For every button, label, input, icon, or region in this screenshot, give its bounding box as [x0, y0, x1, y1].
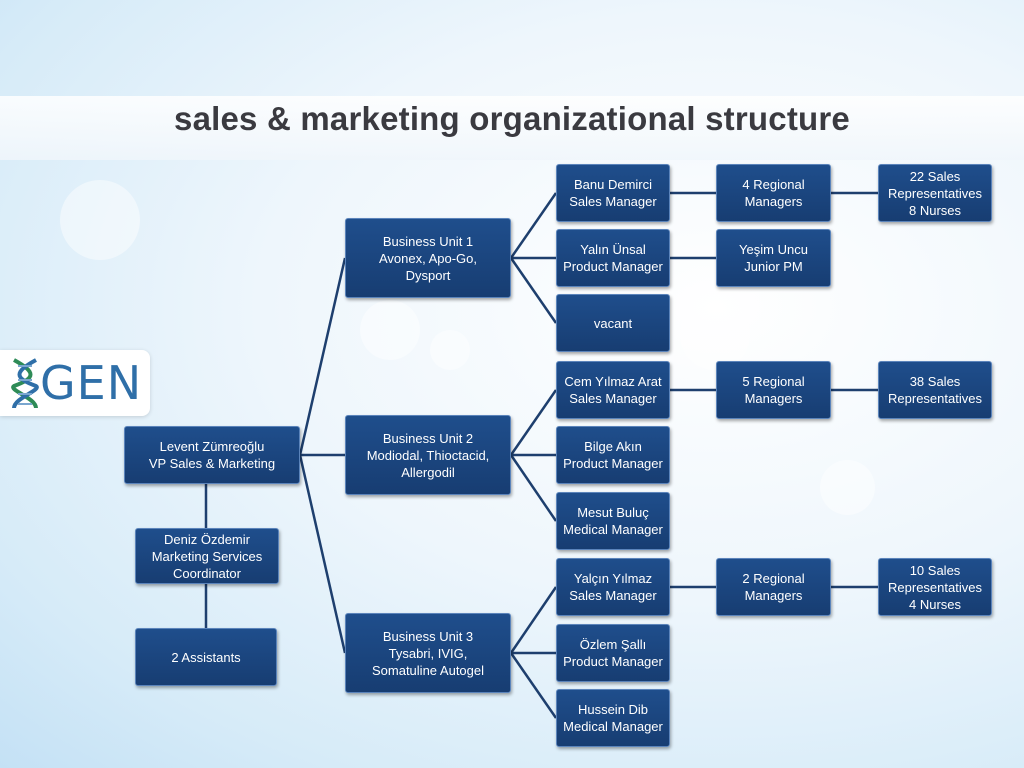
node-bu1-sales-reps: 22 Sales Representatives 8 Nurses — [878, 164, 992, 222]
node-bu2-product-manager: Bilge Akın Product Manager — [556, 426, 670, 484]
node-products: Avonex, Apo-Go, — [378, 250, 478, 266]
node-name: 10 Sales — [909, 562, 961, 578]
node-name: 38 Sales — [909, 374, 961, 389]
connector-bu2-medical — [509, 454, 558, 522]
connector-vp-bu1 — [298, 257, 347, 456]
node-name: Yeşim Uncu — [739, 242, 808, 257]
node-name: Bilge Akın — [584, 439, 642, 454]
connector-bu1-sales — [509, 192, 558, 259]
node-bu2-sales-reps: 38 Sales Representatives — [878, 361, 992, 419]
dna-helix-icon — [11, 358, 39, 409]
node-products: Somatuline Autogel — [371, 662, 485, 678]
node-bu1-product-manager: Yalın Ünsal Product Manager — [556, 229, 670, 287]
node-name: Mesut Buluç — [577, 505, 649, 520]
connector-bu3-sales — [509, 586, 558, 654]
node-role: 8 Nurses — [908, 202, 962, 218]
node-name: 2 Assistants — [171, 649, 241, 665]
node-role: Product Manager — [563, 654, 663, 669]
node-role: VP Sales & Marketing — [148, 456, 276, 471]
node-role: Junior PM — [744, 259, 803, 274]
node-assistants: 2 Assistants — [135, 628, 277, 686]
node-name: 2 Regional — [742, 571, 805, 586]
node-bu1-sales-manager: Banu Demirci Sales Manager — [556, 164, 670, 222]
node-role: Managers — [744, 391, 803, 406]
node-business-unit-3: Business Unit 3 Tysabri, IVIG, Somatulin… — [345, 613, 511, 693]
node-business-unit-1: Business Unit 1 Avonex, Apo-Go, Dysport — [345, 218, 511, 298]
node-role: Marketing Services — [151, 548, 263, 564]
node-bu2-regional-managers: 5 Regional Managers — [716, 361, 831, 419]
node-role: Managers — [744, 194, 803, 209]
node-products: Dysport — [405, 267, 451, 283]
connector-vp-bu3 — [298, 454, 347, 654]
node-bu3-product-manager: Özlem Şallı Product Manager — [556, 624, 670, 682]
node-role: Sales Manager — [569, 194, 657, 209]
node-name: Hussein Dib — [577, 702, 649, 717]
connector-bu1-vacant — [509, 257, 558, 324]
node-bu2-medical-manager: Mesut Buluç Medical Manager — [556, 492, 670, 550]
logo-text: GEN — [40, 356, 143, 410]
node-name: Yalın Ünsal — [580, 242, 646, 257]
node-name: Deniz Özdemir — [164, 531, 250, 547]
node-role: Medical Manager — [563, 522, 663, 537]
node-bu1-vacant: vacant — [556, 294, 670, 352]
node-role: Representatives — [888, 391, 982, 406]
node-name: Business Unit 3 — [382, 628, 474, 644]
node-name: Yalçın Yılmaz — [573, 571, 653, 586]
node-vp-sales-marketing: Levent Zümreoğlu VP Sales & Marketing — [124, 426, 300, 484]
node-products: Modiodal, Thioctacid, — [366, 447, 490, 463]
node-bu2-sales-manager: Cem Yılmaz Arat Sales Manager — [556, 361, 670, 419]
node-marketing-coordinator: Deniz Özdemir Marketing Services Coordin… — [135, 528, 279, 584]
node-name: 22 Sales — [909, 168, 961, 184]
node-name: 4 Regional — [742, 177, 805, 192]
node-name: Banu Demirci — [573, 177, 653, 192]
node-role: Sales Manager — [569, 588, 657, 603]
node-name: Cem Yılmaz Arat — [564, 374, 662, 389]
page-title: sales & marketing organizational structu… — [174, 100, 850, 137]
node-role: Representatives — [888, 579, 982, 595]
node-business-unit-2: Business Unit 2 Modiodal, Thioctacid, Al… — [345, 415, 511, 495]
node-role: Medical Manager — [563, 719, 663, 734]
title-band — [0, 96, 1024, 160]
background-bokeh — [60, 180, 140, 260]
node-name: Business Unit 2 — [382, 430, 474, 446]
background-bokeh — [680, 300, 750, 370]
node-role: Product Manager — [563, 259, 663, 274]
node-bu3-regional-managers: 2 Regional Managers — [716, 558, 831, 616]
background-bokeh — [820, 460, 875, 515]
node-bu3-sales-reps: 10 Sales Representatives 4 Nurses — [878, 558, 992, 616]
node-name: 5 Regional — [742, 374, 805, 389]
node-name: Özlem Şallı — [579, 637, 647, 652]
node-role: 4 Nurses — [908, 596, 962, 612]
company-logo: GEN — [0, 350, 150, 416]
background-bokeh — [360, 300, 420, 360]
node-name: Levent Zümreoğlu — [159, 439, 265, 454]
connector-bu2-sales — [509, 389, 558, 456]
connector-bu3-medical — [509, 652, 558, 719]
node-products: Tysabri, IVIG, — [388, 645, 468, 661]
node-bu1-regional-managers: 4 Regional Managers — [716, 164, 831, 222]
node-role: Coordinator — [173, 565, 241, 581]
node-bu1-junior-pm: Yeşim Uncu Junior PM — [716, 229, 831, 287]
node-products: Allergodil — [401, 464, 455, 480]
node-bu3-sales-manager: Yalçın Yılmaz Sales Manager — [556, 558, 670, 616]
background-bokeh — [430, 330, 470, 370]
node-role: Managers — [744, 588, 803, 603]
node-role: Product Manager — [563, 456, 663, 471]
node-name: Business Unit 1 — [382, 233, 474, 249]
node-role: Sales Manager — [569, 391, 657, 406]
node-bu3-medical-manager: Hussein Dib Medical Manager — [556, 689, 670, 747]
node-name: vacant — [593, 315, 633, 331]
node-role: Representatives — [888, 185, 982, 201]
